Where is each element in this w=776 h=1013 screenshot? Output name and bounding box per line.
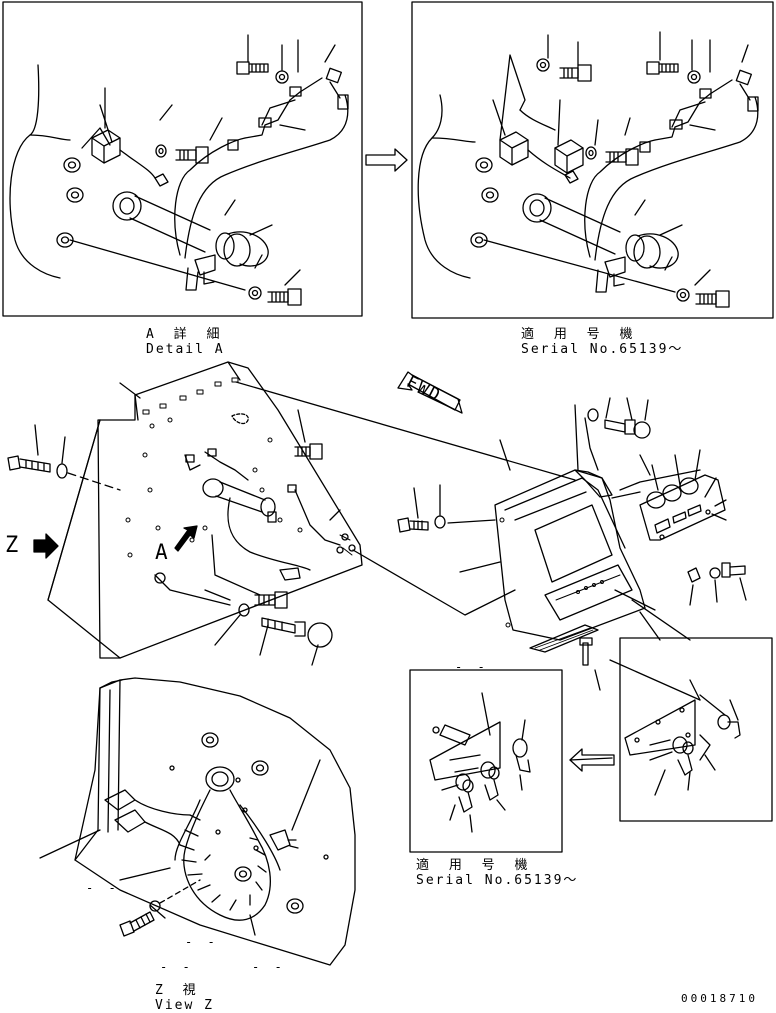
- dash-mark: - -: [185, 935, 219, 949]
- detail-a-title-en: Detail A: [146, 342, 225, 357]
- switch-detail-old: [569, 637, 773, 822]
- dash-mark: - -: [160, 960, 194, 974]
- view-z: [39, 677, 356, 966]
- detail-a-title-jp: A 詳 細: [146, 327, 226, 342]
- view-z-marker: Z: [5, 533, 19, 558]
- dash-cowl: [397, 397, 747, 701]
- switch-detail-new: [409, 669, 563, 853]
- detail-a-new-serial-jp: 適 用 号 機: [521, 327, 639, 342]
- view-z-title-en: View Z: [155, 998, 214, 1013]
- dash-mark: - -: [455, 660, 489, 674]
- switch-new-serial-jp: 適 用 号 機: [416, 858, 534, 873]
- main-assembly: [7, 361, 576, 666]
- detail-a-marker: A: [155, 540, 168, 564]
- detail-a-caption: A 詳 細 Detail A: [146, 327, 225, 357]
- view-z-arrow: [33, 533, 59, 559]
- switch-new-serial-en: Serial No.65139～: [416, 873, 579, 888]
- detail-a-arrow: [174, 525, 198, 552]
- view-z-caption: Z 視 View Z: [155, 983, 214, 1013]
- switch-new-caption: 適 用 号 機 Serial No.65139～: [416, 858, 578, 888]
- dash-mark: - -: [86, 881, 120, 895]
- switch-replacement-arrow: [569, 748, 615, 772]
- detail-a-panel: [2, 1, 363, 317]
- detail-a-new-serial-en: Serial No.65139～: [521, 342, 684, 357]
- drawing-number: 00018710: [681, 992, 758, 1005]
- detail-a-new-panel: [411, 1, 774, 319]
- replacement-arrow: [365, 148, 408, 172]
- detail-a-new-caption: 適 用 号 機 Serial No.65139～: [521, 327, 683, 357]
- dash-mark: - -: [252, 960, 286, 974]
- view-z-title-jp: Z 視: [155, 983, 202, 998]
